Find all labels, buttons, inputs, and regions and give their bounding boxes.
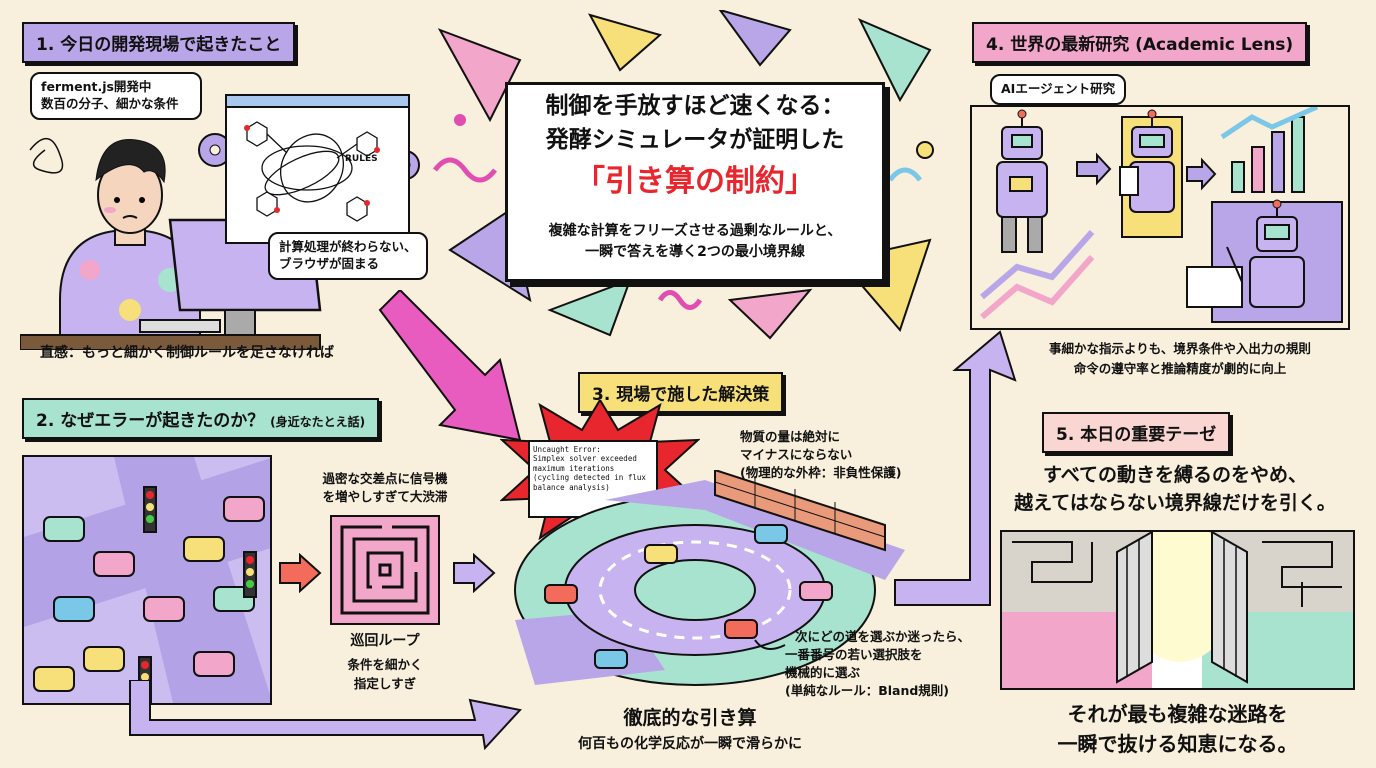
wall-caption-3: (物理的な外枠：非負性保護) bbox=[740, 465, 902, 480]
loop-caption-1: 条件を細かく bbox=[347, 657, 423, 672]
traffic-caption-2: を増やしすぎて大渋滞 bbox=[322, 489, 448, 504]
thesis-line2: 越えてはならない境界線だけを引く。 bbox=[1014, 492, 1336, 514]
final-line1: それが最も複雑な迷路を bbox=[1067, 702, 1288, 726]
bland-caption-2: 一番番号の若い選択肢を bbox=[785, 647, 923, 662]
molecule-tangle bbox=[244, 121, 380, 222]
gate-illustration bbox=[1002, 532, 1353, 688]
title-box bbox=[505, 82, 885, 282]
title-sub1: 複雑な計算をフリーズさせる過剰なルールと、 bbox=[548, 223, 842, 239]
traffic-jam-illustration bbox=[24, 457, 270, 703]
developer-illustration bbox=[20, 121, 420, 350]
bland-caption-3: 機械的に選ぶ bbox=[785, 665, 861, 680]
wall-caption-2: マイナスにならない bbox=[740, 447, 853, 462]
robots-illustration bbox=[980, 107, 1343, 323]
rules-label: RULES bbox=[345, 154, 378, 164]
section1-tag: 1. 今日の開発現場で起きたこと bbox=[22, 22, 296, 63]
research-caption-1: 事細かな指示よりも、境界条件や入出力の規則 bbox=[1049, 341, 1311, 356]
gate-panel bbox=[1000, 530, 1355, 690]
loop-title: 巡回ループ bbox=[350, 633, 420, 649]
error-line1: Uncaught Error: bbox=[533, 445, 601, 454]
maze-icon bbox=[330, 515, 440, 625]
error-line2: Simplex solver exceeded bbox=[533, 454, 637, 464]
traffic-caption-1: 過密な交差点に信号機 bbox=[322, 471, 448, 486]
thesis-line1: すべての動きを縛るのをやめ、 bbox=[1043, 464, 1307, 486]
freeze-line1: 計算処理が終わらない、 bbox=[279, 239, 417, 254]
section3-tag: 3. 現場で施した解決策 bbox=[578, 372, 784, 413]
maze-lines bbox=[340, 524, 430, 615]
arrow-right-red bbox=[279, 553, 322, 593]
arrow-right-lavender bbox=[453, 553, 496, 593]
arrow-to-solution bbox=[378, 290, 522, 442]
arrow-to-research bbox=[894, 330, 1017, 606]
subtraction-caption: 何百もの化学反応が一瞬で滑らかに bbox=[578, 736, 802, 752]
roundabout-illustration bbox=[514, 470, 905, 686]
bubble-line1: ferment.js開発中 bbox=[41, 79, 152, 94]
bubble-line2: 数百の分子、細かな条件 bbox=[41, 95, 179, 111]
title-line1: 制御を手放すほど速くなる： bbox=[545, 93, 845, 119]
section2-tag-main: 2. なぜエラーが起きたのか？ bbox=[36, 411, 265, 431]
research-panel bbox=[970, 105, 1350, 330]
traffic-jam-panel bbox=[22, 455, 272, 705]
dev-speech-bubble: ferment.js開発中 数百の分子、細かな条件 bbox=[30, 72, 202, 120]
freeze-speech-bubble: 計算処理が終わらない、 ブラウザが固まる bbox=[268, 232, 428, 280]
error-line4: (cycling detected in flux bbox=[533, 473, 646, 483]
error-line5: balance analysis) bbox=[533, 482, 610, 492]
final-line2: 一瞬で抜ける知恵になる。 bbox=[1057, 732, 1298, 756]
code-window-titlebar bbox=[227, 96, 408, 108]
arrow-bottom-to-solution bbox=[129, 680, 522, 750]
ai-agent-bubble: AIエージェント研究 bbox=[990, 74, 1127, 105]
loop-caption-2: 指定しすぎ bbox=[353, 676, 417, 691]
error-line3: maximum iterations bbox=[533, 463, 615, 473]
section2-tag: 2. なぜエラーが起きたのか？ (身近なたとえ話) bbox=[22, 398, 380, 439]
title-line2: 発酵シミュレータが証明した bbox=[545, 127, 845, 153]
intuition-text: 直感：もっと細かく制御ルールを足さなければ bbox=[40, 345, 334, 361]
title-sub2: 一瞬で答えを導く2つの最小境界線 bbox=[585, 244, 805, 260]
section5-tag: 5. 本日の重要テーゼ bbox=[1042, 412, 1231, 453]
wall-caption-1: 物質の量は絶対に bbox=[740, 429, 841, 444]
subtraction-title: 徹底的な引き算 bbox=[623, 707, 757, 729]
bland-caption-1: 次にどの道を選ぶか迷ったら、 bbox=[795, 629, 971, 644]
section4-tag: 4. 世界の最新研究 (Academic Lens) bbox=[972, 22, 1308, 63]
title-highlight: 「引き算の制約」 bbox=[575, 164, 815, 199]
section2-tag-small: (身近なたとえ話) bbox=[270, 415, 366, 429]
freeze-line2: ブラウザが固まる bbox=[279, 255, 380, 271]
bland-caption-4: (単純なルール：Bland規則) bbox=[785, 683, 950, 698]
research-caption-2: 命令の遵守率と推論精度が劇的に向上 bbox=[1073, 361, 1287, 376]
code-window: RULES bbox=[225, 94, 410, 244]
